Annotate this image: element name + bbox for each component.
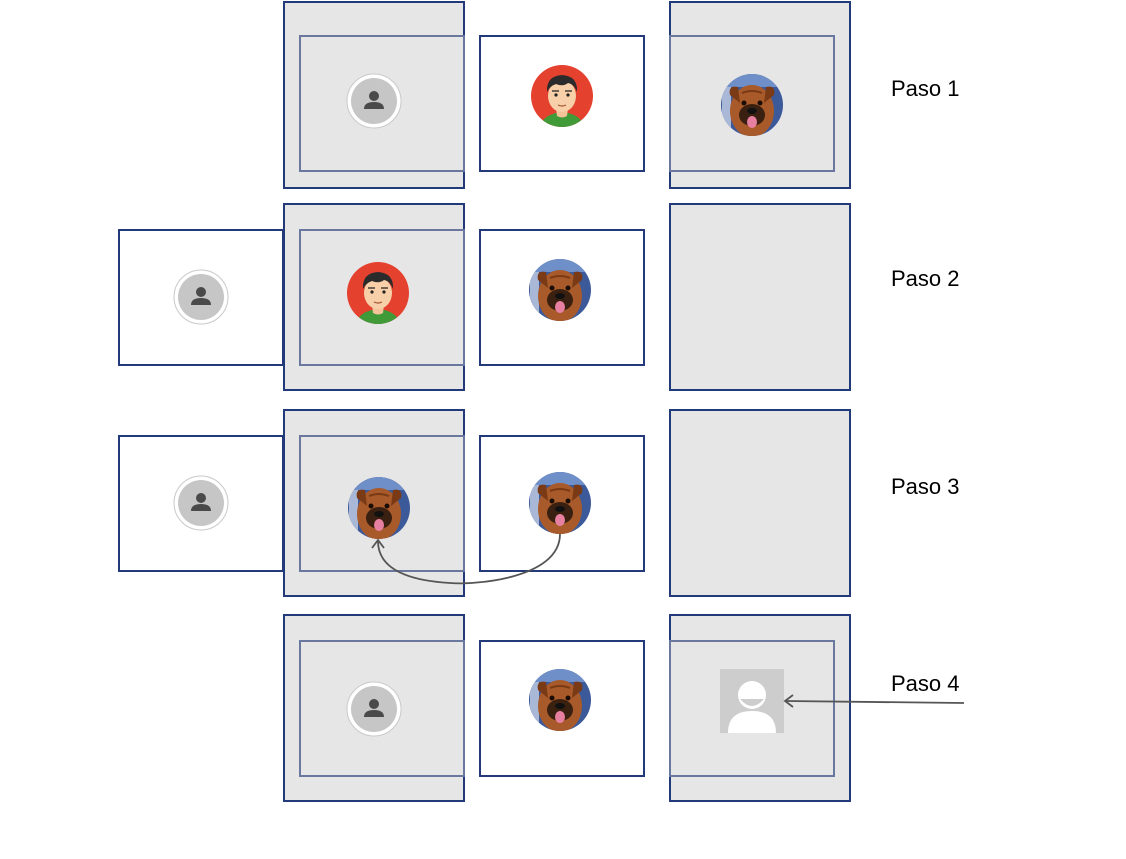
step-label-4: Paso 4 <box>891 671 960 696</box>
dog-avatar-icon <box>528 668 592 732</box>
dog-avatar-icon <box>528 258 592 322</box>
row2-left-frame <box>299 229 465 366</box>
default-avatar-icon <box>720 669 784 733</box>
row4-left-frame <box>299 640 465 777</box>
dog-avatar-icon <box>347 476 411 540</box>
step-label-1: Paso 1 <box>891 76 960 101</box>
row1-right-frame <box>669 35 835 172</box>
person-placeholder-icon <box>346 681 402 737</box>
row3-right-card <box>669 409 851 597</box>
step-label-3: Paso 3 <box>891 474 960 499</box>
user-avatar-icon <box>346 261 410 325</box>
step-label-2: Paso 2 <box>891 266 960 291</box>
dog-avatar-icon <box>528 471 592 535</box>
person-placeholder-icon <box>346 73 402 129</box>
row1-left-frame <box>299 35 465 172</box>
user-avatar-icon <box>530 64 594 128</box>
person-placeholder-icon <box>173 269 229 325</box>
row4-right-frame <box>669 640 835 777</box>
person-placeholder-icon <box>173 475 229 531</box>
dog-avatar-icon <box>720 73 784 137</box>
row2-right-card <box>669 203 851 391</box>
